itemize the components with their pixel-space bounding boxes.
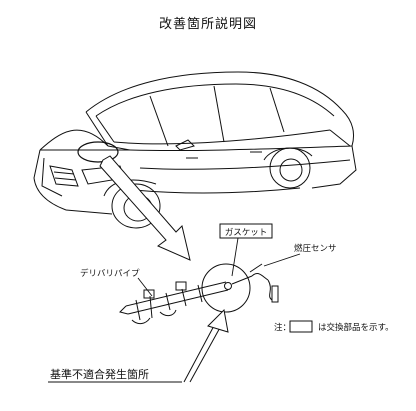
defect-location-label: 基準不適合発生箇所 [50, 367, 149, 381]
gasket-label: ガスケット [225, 227, 268, 238]
delivery-pipe-label: デリバリパイプ [80, 268, 140, 279]
magnifier-circle [201, 263, 251, 313]
diagram-title: 改善箇所説明図 [159, 16, 257, 32]
note-text: は交換部品を示す。 [318, 322, 394, 333]
delivery-pipe-part [119, 281, 229, 325]
note-prefix: 注： [274, 322, 291, 333]
fuel-pressure-sensor-label: 燃圧センサ [294, 243, 337, 254]
fuel-pressure-sensor-part [224, 263, 279, 303]
car-illustration [33, 71, 357, 229]
defect-location-arrow [183, 308, 229, 383]
sensor-leader-line [263, 253, 301, 267]
delivery-pipe-leader-line [137, 277, 153, 297]
pointer-arrow [99, 155, 191, 261]
gasket-leader-line [231, 237, 239, 277]
gasket-label-box [219, 223, 273, 239]
replacement-part-symbol [289, 320, 313, 333]
